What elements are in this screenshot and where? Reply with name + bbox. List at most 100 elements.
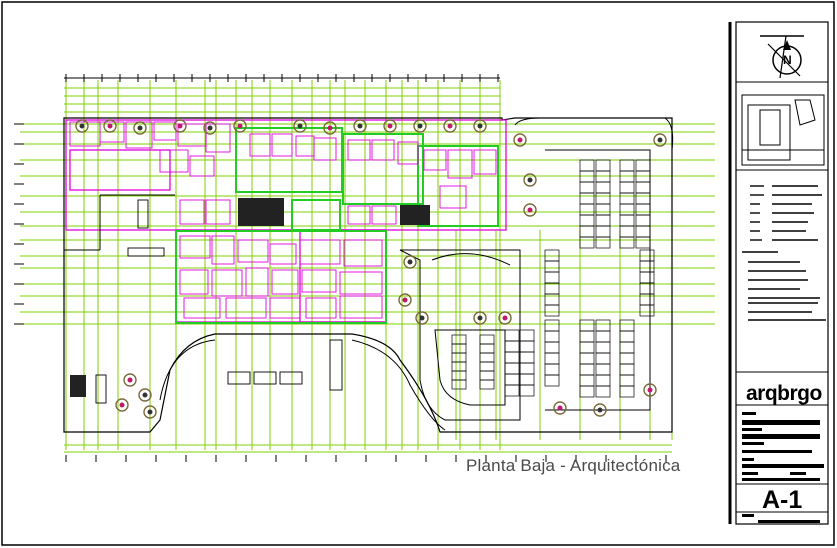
parking-stall: [595, 203, 611, 216]
parking-stalls: [451, 159, 655, 398]
room: [245, 267, 269, 297]
tree-center-icon: [387, 123, 393, 129]
parking-stall: [619, 330, 635, 343]
room: [299, 239, 341, 265]
tree-icon: [138, 388, 152, 402]
parking-stall: [635, 159, 651, 172]
room: [211, 269, 243, 297]
landscaping-trees: [75, 119, 667, 419]
parking-stall: [451, 370, 467, 381]
parking-stall: [619, 181, 635, 194]
parking-stall: [451, 343, 467, 354]
tree-center-icon: [119, 402, 125, 408]
tree-icon: [293, 119, 307, 133]
parking-stall: [635, 203, 651, 216]
tree-center-icon: [357, 123, 363, 129]
parking-stall: [544, 271, 560, 284]
tree-icon: [75, 119, 89, 133]
parking-stall: [619, 203, 635, 216]
parking-stall: [519, 373, 535, 386]
parking-stall: [619, 319, 635, 332]
parking-stall: [579, 181, 595, 194]
vehicles: [95, 199, 343, 404]
parking-stall: [544, 363, 560, 376]
tree-center-icon: [237, 123, 243, 129]
legend-rows: [742, 185, 826, 321]
parking-stall: [579, 363, 595, 376]
tree-center-icon: [402, 297, 408, 303]
tree-center-icon: [557, 405, 563, 411]
parking-stall: [519, 340, 535, 353]
tree-icon: [413, 119, 427, 133]
parking-stall: [451, 379, 467, 390]
parking-stall: [504, 340, 520, 353]
parking-stall: [595, 330, 611, 343]
parking-stall: [579, 341, 595, 354]
tree-icon: [553, 401, 567, 415]
parking-stall: [619, 352, 635, 365]
tree-icon: [523, 203, 537, 217]
tree-icon: [523, 173, 537, 187]
tree-icon: [415, 311, 429, 325]
parking-stall: [619, 363, 635, 376]
parking-lot: [64, 117, 674, 431]
site-plan: [63, 117, 674, 433]
tree-center-icon: [447, 123, 453, 129]
title-data-bars: [742, 412, 824, 523]
tree-icon: [593, 403, 607, 417]
tree-center-icon: [327, 125, 333, 131]
zone-outlines: [175, 127, 499, 324]
parking-stall: [544, 304, 560, 317]
room: [439, 185, 467, 209]
tree-icon: [383, 119, 397, 133]
parking-stall: [579, 192, 595, 205]
parking-stall: [451, 352, 467, 363]
room: [179, 235, 211, 259]
location-sketch: [741, 94, 825, 166]
tree-center-icon: [407, 259, 413, 265]
tree-center-icon: [142, 392, 148, 398]
parking-stall: [579, 385, 595, 398]
parking-stall: [519, 384, 535, 397]
parking-stall: [544, 319, 560, 332]
room: [205, 123, 231, 153]
parking-stall: [579, 236, 595, 249]
parking-stall: [639, 271, 655, 284]
parking-stall: [579, 319, 595, 332]
tree-icon: [133, 121, 147, 135]
tree-center-icon: [527, 177, 533, 183]
room: [183, 297, 221, 319]
room: [313, 137, 337, 161]
tree-icon: [203, 121, 217, 135]
tree-icon: [498, 311, 512, 325]
parking-stall: [519, 329, 535, 342]
parking-stall: [579, 352, 595, 365]
sheet-number: A-1: [762, 486, 803, 514]
tree-icon: [653, 133, 667, 147]
parking-stall: [619, 341, 635, 354]
tree-icon: [233, 119, 247, 133]
parking-stall: [544, 352, 560, 365]
room: [189, 155, 215, 177]
parking-stall: [619, 374, 635, 387]
parking-stall: [479, 370, 495, 381]
room: [99, 121, 125, 143]
tree-center-icon: [127, 377, 133, 383]
tree-icon: [123, 373, 137, 387]
parking-stall: [544, 330, 560, 343]
parking-stall: [479, 361, 495, 372]
parking-stall: [595, 319, 611, 332]
tree-center-icon: [657, 137, 663, 143]
parking-stall: [579, 374, 595, 387]
parking-stall: [619, 385, 635, 398]
north-arrow-icon: [760, 35, 804, 79]
parking-stall: [639, 260, 655, 273]
room: [473, 149, 497, 175]
room: [371, 139, 395, 161]
title-block: [728, 21, 829, 525]
parking-stall: [579, 214, 595, 227]
parking-stall: [595, 341, 611, 354]
parking-stall: [479, 352, 495, 363]
tree-icon: [323, 121, 337, 135]
tree-center-icon: [177, 123, 183, 129]
